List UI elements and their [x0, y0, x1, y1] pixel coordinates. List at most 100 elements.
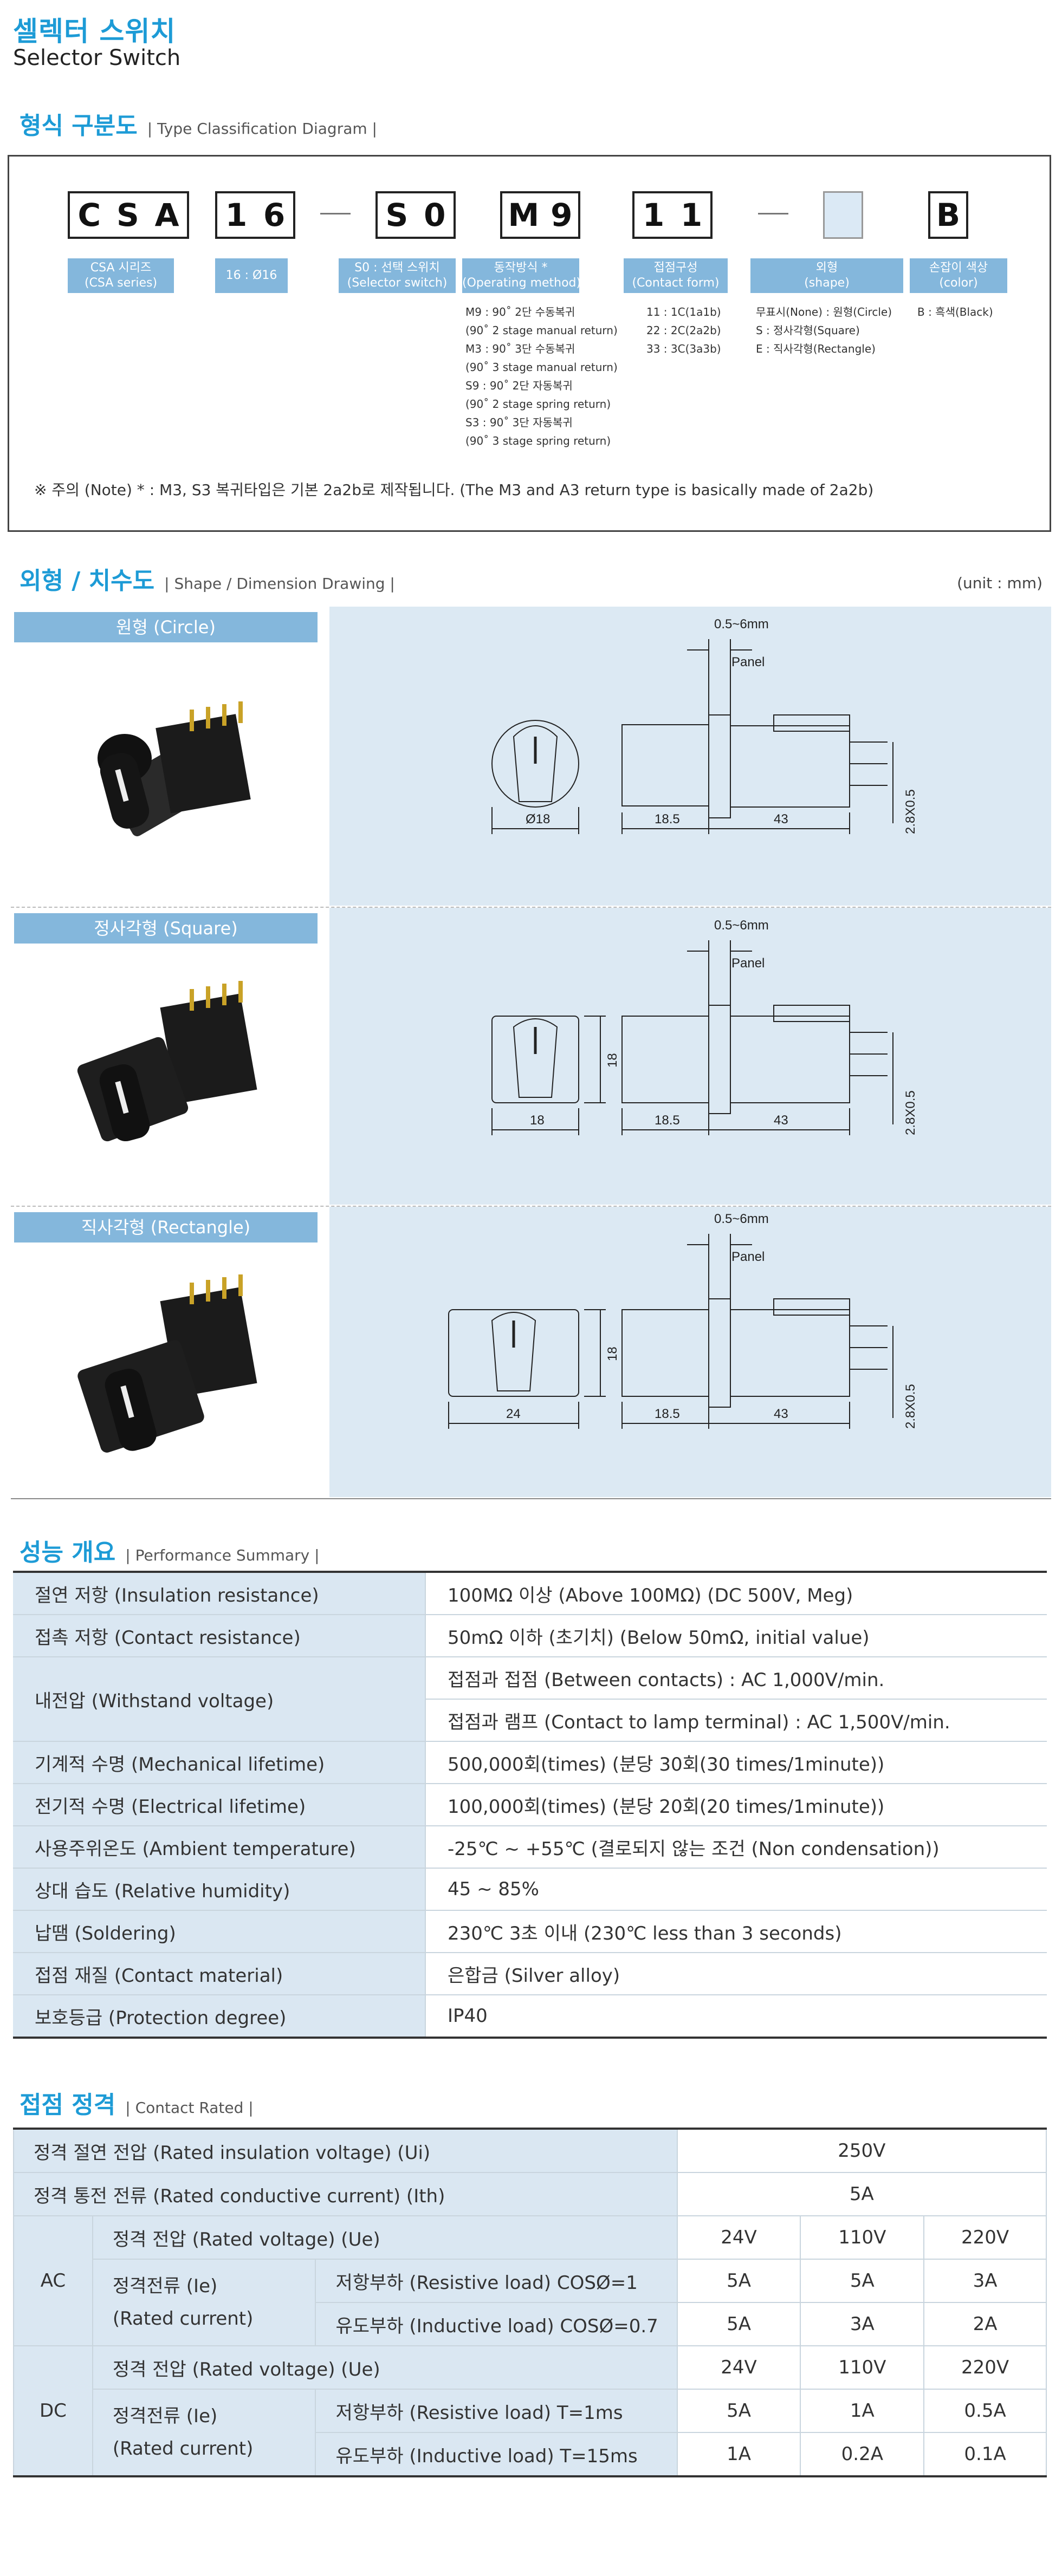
classification-heading-en: | Type Classification Diagram | [147, 120, 377, 138]
label-size: 16 : Ø16 [215, 258, 288, 293]
perf-value: 45 ~ 85% [425, 1868, 1047, 1911]
dc-resistive-label: 저항부하 (Resistive load) T=1ms [315, 2389, 678, 2433]
perf-value: -25℃ ~ +55℃ (결로되지 않는 조건 (Non condensatio… [425, 1826, 1047, 1869]
dim-front: 24 [506, 1407, 521, 1421]
label-operation: 동작방식 * (Operating method) [462, 258, 581, 293]
shape-heading-en: | Shape / Dimension Drawing | [164, 575, 395, 593]
ac-ue-label: 정격 전압 (Rated voltage) (Ue) [92, 2215, 678, 2260]
perf-key: 내전압 (Withstand voltage) [13, 1657, 426, 1742]
dc-inductive-value: 0.2A [800, 2432, 925, 2477]
ac-resistive-label: 저항부하 (Resistive load) COSØ=1 [315, 2259, 678, 2303]
table-row: 내전압 (Withstand voltage)접점과 접점 (Between c… [13, 1657, 1047, 1742]
dc-inductive-label: 유도부하 (Inductive load) T=15ms [315, 2432, 678, 2477]
dim-panel: 0.5~6mm [714, 617, 769, 632]
perf-key: 접점 재질 (Contact material) [13, 1953, 426, 1995]
dim-c: 2.8X0.5 [903, 1384, 918, 1429]
rated-table: 정격 절연 전압 (Rated insulation voltage) (Ui)… [13, 2128, 1047, 2477]
rated-heading-ko: 접점 정격 [20, 2091, 116, 2119]
dim-b: 43 [774, 1113, 788, 1128]
table-row: 접점과 램프 (Contact to lamp terminal) : AC 1… [13, 1699, 1047, 1742]
page-title: 셀렉터 스위치 [13, 16, 176, 47]
switch-photo-circle [98, 701, 251, 836]
code-char: C [77, 197, 101, 233]
dc-resistive-value: 5A [676, 2389, 801, 2433]
table-row: 보호등급 (Protection degree)IP40 [13, 1995, 1047, 2038]
code-box-operation: M 9 [500, 191, 580, 239]
dim-front-side: 18 [605, 1346, 620, 1361]
perf-value: 50mΩ 이하 (초기치) (Below 50mΩ, initial value… [425, 1615, 1047, 1657]
shape-heading: 외형 / 치수도| Shape / Dimension Drawing | [20, 561, 395, 596]
page-subtitle: Selector Switch [13, 45, 181, 70]
desc-shape: 무표시(None) : 원형(Circle) S : 정사각형(Square) … [756, 305, 892, 355]
ac-ue-value: 110V [800, 2215, 925, 2260]
panel-label: Panel [731, 1250, 765, 1264]
perf-key: 기계적 수명 (Mechanical lifetime) [13, 1741, 426, 1784]
dc-resistive-value: 1A [800, 2389, 925, 2433]
dim-panel: 0.5~6mm [714, 918, 769, 933]
switch-photo-rectangle [77, 1274, 257, 1453]
ac-inductive-value: 5A [676, 2302, 801, 2346]
dc-resistive-value: 0.5A [923, 2389, 1047, 2433]
table-row: 전기적 수명 (Electrical lifetime)100,000회(tim… [13, 1784, 1047, 1826]
code-char: 1 [680, 197, 703, 233]
dc-inductive-value: 0.1A [923, 2432, 1047, 2477]
photo-panel: 원형 (Circle) [11, 607, 328, 906]
ui-value: 250V [676, 2128, 1047, 2173]
ui-label: 정격 절연 전압 (Rated insulation voltage) (Ui) [13, 2128, 678, 2173]
label-color: 손잡이 색상 (color) [910, 258, 1007, 293]
code-char: A [154, 197, 179, 233]
ie-label-line: (Rated current) [112, 2308, 254, 2330]
dc-inductive-value: 1A [676, 2432, 801, 2477]
ie-label-line: (Rated current) [112, 2438, 254, 2460]
code-box-contact: 1 1 [632, 191, 713, 239]
shape-label: 원형 (Circle) [14, 612, 318, 642]
panel-label: Panel [731, 655, 765, 669]
dim-panel: 0.5~6mm [714, 1212, 769, 1226]
desc-contact: 11 : 1C(1a1b) 22 : 2C(2a2b) 33 : 3C(3a3b… [646, 305, 721, 355]
dim-b: 43 [774, 1407, 788, 1421]
code-box-size: 1 6 [215, 191, 295, 239]
ac-inductive-value: 3A [800, 2302, 925, 2346]
table-row: 정격 통전 전류 (Rated conductive current) (Ith… [13, 2172, 1047, 2216]
dc-ue-value: 220V [923, 2345, 1047, 2390]
performance-heading: 성능 개요| Performance Summary | [20, 1533, 320, 1567]
table-row: 정격전류 (Ie)(Rated current) 저항부하 (Resistive… [14, 2389, 1047, 2477]
performance-heading-ko: 성능 개요 [20, 1539, 116, 1566]
dimension-drawing-circle: Ø18 18.5 43 0.5~6mm Panel 2.8X0.5 [491, 617, 918, 834]
code-char: 1 [225, 197, 248, 233]
divider [11, 1206, 1051, 1207]
code-char: 9 [551, 197, 573, 233]
perf-value: 230℃ 3초 이내 (230℃ less than 3 seconds) [425, 1910, 1047, 1953]
perf-key: 사용주위온도 (Ambient temperature) [13, 1826, 426, 1869]
desc-color: B : 흑색(Black) [917, 305, 993, 318]
table-row: DC 정격 전압 (Rated voltage) (Ue) 24V 110V 2… [13, 2345, 1047, 2477]
ac-ue-value: 220V [923, 2215, 1047, 2260]
code-char: 0 [424, 197, 446, 233]
rated-heading-en: | Contact Rated | [125, 2099, 254, 2117]
table-row: 유도부하 (Inductive load) T=15ms 1A 0.2A 0.1… [14, 2432, 1047, 2477]
table-row: 접점 재질 (Contact material)은합금 (Silver allo… [13, 1953, 1047, 1995]
code-char: B [936, 197, 961, 233]
perf-key: 납땜 (Soldering) [13, 1910, 426, 1953]
code-box-shape [823, 191, 863, 239]
drawing-panel: 18 18 18.5 43 0.5~6mm Panel 2.8X0.5 [329, 908, 1051, 1205]
switch-photo-square [77, 981, 257, 1142]
dim-front: 18 [530, 1113, 545, 1128]
drawing-panel: Ø18 18.5 43 0.5~6mm Panel 2.8X0.5 [329, 607, 1051, 906]
code-char: 6 [263, 197, 286, 233]
table-row: 사용주위온도 (Ambient temperature)-25℃ ~ +55℃ … [13, 1826, 1047, 1869]
ith-label: 정격 통전 전류 (Rated conductive current) (Ith… [13, 2172, 678, 2216]
perf-value: 접점과 램프 (Contact to lamp terminal) : AC 1… [425, 1699, 1047, 1742]
classification-heading: 형식 구분도 | Type Classification Diagram | [20, 106, 377, 141]
table-row: 상대 습도 (Relative humidity)45 ~ 85% [13, 1868, 1047, 1911]
ith-value: 5A [676, 2172, 1047, 2216]
shape-row-square: 정사각형 (Square) [11, 908, 1051, 1205]
ac-resistive-value: 5A [800, 2259, 925, 2303]
classification-heading-ko: 형식 구분도 [20, 112, 138, 140]
dim-a: 18.5 [655, 1407, 680, 1421]
ac-ie-label: 정격전류 (Ie)(Rated current) [92, 2259, 316, 2346]
code-char: S [385, 197, 409, 233]
dim-b: 43 [774, 812, 788, 827]
table-row: 절연 저항 (Insulation resistance)100MΩ 이상 (A… [13, 1572, 1047, 1615]
perf-value: IP40 [425, 1995, 1047, 2038]
